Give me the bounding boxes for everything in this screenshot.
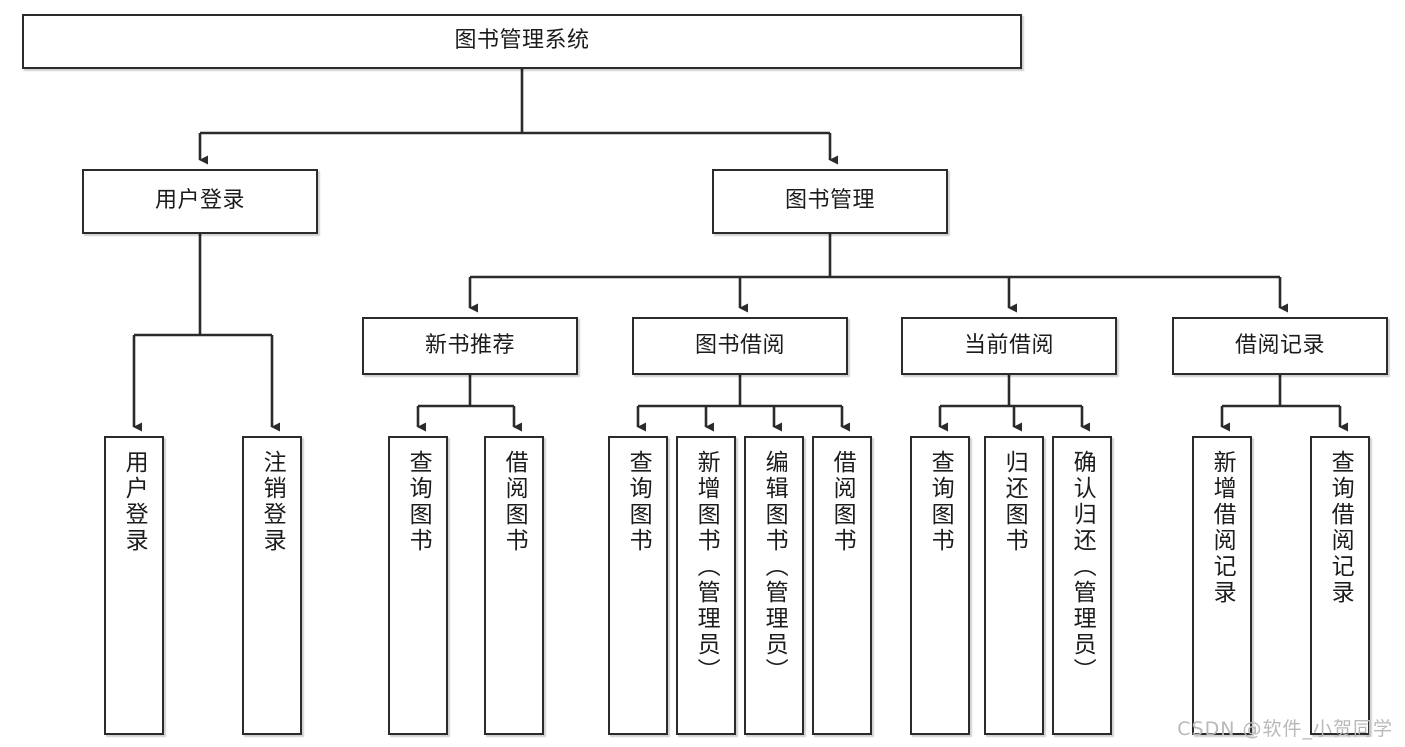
node-label: 新增图书（管理员） bbox=[693, 450, 720, 684]
node-leaf-borrow-book-2[interactable]: 借阅图书 bbox=[812, 436, 872, 735]
node-leaf-query-book-1[interactable]: 查询图书 bbox=[388, 436, 448, 735]
node-current-borrow[interactable]: 当前借阅 bbox=[901, 317, 1117, 375]
node-label: 编辑图书（管理员） bbox=[761, 450, 788, 684]
node-label: 当前借阅 bbox=[963, 332, 1054, 358]
node-book-manage[interactable]: 图书管理 bbox=[712, 169, 948, 234]
node-root[interactable]: 图书管理系统 bbox=[22, 14, 1022, 69]
node-label: 新增借阅记录 bbox=[1209, 450, 1236, 606]
node-label: 新书推荐 bbox=[424, 332, 515, 358]
node-label: 查询图书 bbox=[405, 450, 432, 554]
node-borrow-record[interactable]: 借阅记录 bbox=[1172, 317, 1388, 375]
node-label: 用户登录 bbox=[154, 188, 245, 214]
node-label: 用户登录 bbox=[121, 450, 148, 554]
node-label: 图书借阅 bbox=[694, 332, 785, 358]
node-leaf-query-book-2[interactable]: 查询图书 bbox=[608, 436, 668, 735]
node-label: 查询借阅记录 bbox=[1327, 450, 1354, 606]
node-leaf-add-book[interactable]: 新增图书（管理员） bbox=[676, 436, 736, 735]
node-new-book-recommend[interactable]: 新书推荐 bbox=[362, 317, 578, 375]
node-label: 借阅图书 bbox=[501, 450, 528, 554]
node-leaf-user-login[interactable]: 用户登录 bbox=[104, 436, 164, 735]
edge-group bbox=[132, 69, 1348, 432]
node-label: 图书管理系统 bbox=[454, 28, 590, 54]
node-label: 图书管理 bbox=[784, 188, 875, 214]
node-label: 注销登录 bbox=[259, 450, 286, 554]
node-leaf-query-record[interactable]: 查询借阅记录 bbox=[1310, 436, 1370, 735]
node-label: 借阅图书 bbox=[829, 450, 856, 554]
node-leaf-query-book-3[interactable]: 查询图书 bbox=[910, 436, 970, 735]
node-leaf-add-record[interactable]: 新增借阅记录 bbox=[1192, 436, 1252, 735]
node-label: 确认归还（管理员） bbox=[1069, 450, 1096, 684]
node-leaf-confirm-return[interactable]: 确认归还（管理员） bbox=[1052, 436, 1112, 735]
node-label: 查询图书 bbox=[927, 450, 954, 554]
node-label: 借阅记录 bbox=[1234, 332, 1325, 358]
watermark-text: CSDN @软件_小贺同学 bbox=[1177, 718, 1393, 740]
node-user-login[interactable]: 用户登录 bbox=[82, 169, 318, 234]
node-label: 查询图书 bbox=[625, 450, 652, 554]
node-label: 归还图书 bbox=[1001, 450, 1028, 554]
node-leaf-return-book[interactable]: 归还图书 bbox=[984, 436, 1044, 735]
node-book-borrow[interactable]: 图书借阅 bbox=[632, 317, 848, 375]
node-leaf-borrow-book-1[interactable]: 借阅图书 bbox=[484, 436, 544, 735]
node-leaf-edit-book[interactable]: 编辑图书（管理员） bbox=[744, 436, 804, 735]
node-leaf-logout[interactable]: 注销登录 bbox=[242, 436, 302, 735]
